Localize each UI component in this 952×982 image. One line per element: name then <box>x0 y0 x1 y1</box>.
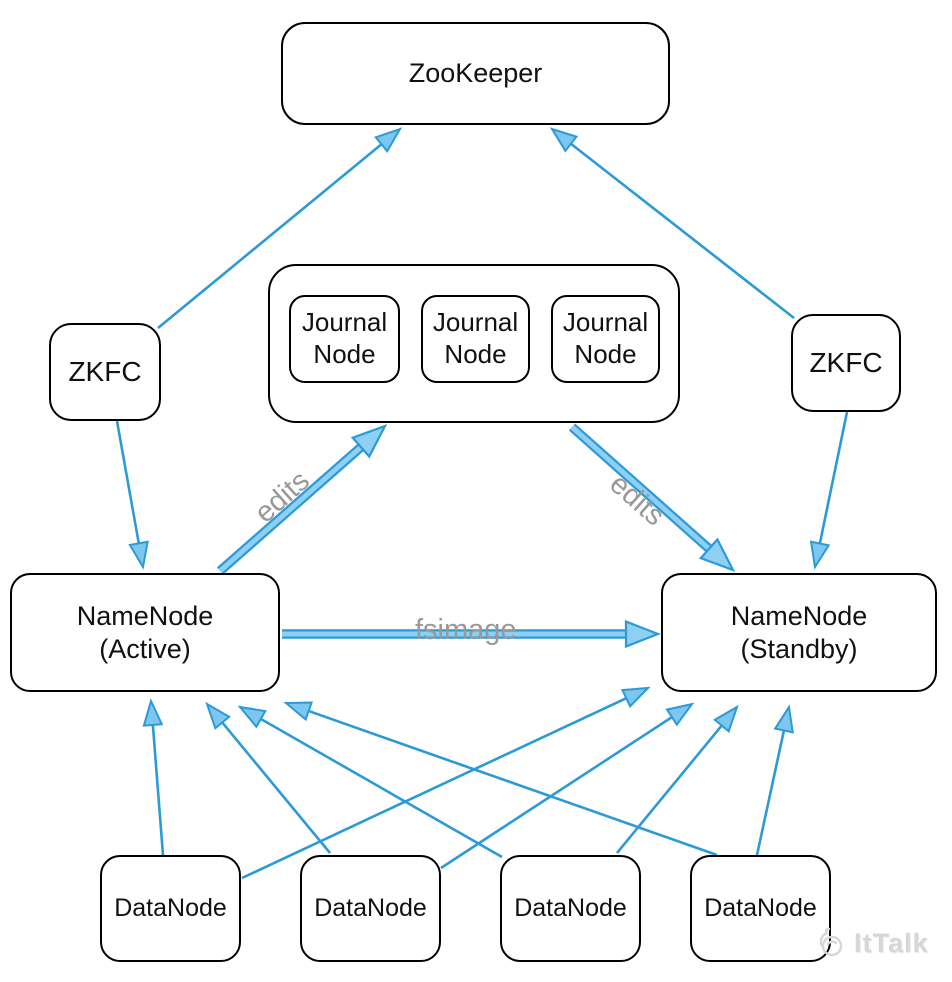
zookeeper-node: ZooKeeper <box>281 22 670 125</box>
namenode-active-label-line2: (Active) <box>99 633 191 664</box>
datanode-4-node: DataNode <box>690 855 831 962</box>
journal-node-1-label-line2: Node <box>313 339 376 369</box>
zkfc-right-label: ZKFC <box>809 346 883 378</box>
datanode-1-label: DataNode <box>114 894 227 923</box>
journal-node-3-label-line1: Journal <box>562 307 649 338</box>
journal-node-3-label-line2: Node <box>574 339 637 369</box>
watermark: ItTalk <box>813 925 929 961</box>
namenode-standby-label-line1: NameNode <box>730 600 868 631</box>
watermark-text: ItTalk <box>854 927 929 958</box>
namenode-standby-node: NameNode (Standby) <box>661 573 937 692</box>
journal-node-2-label-line2: Node <box>444 339 507 369</box>
zkfc-left-node: ZKFC <box>49 323 161 421</box>
zkfc-right-node: ZKFC <box>791 314 901 412</box>
zkfc-left-label: ZKFC <box>68 355 142 387</box>
journal-node-3: Journal Node <box>551 295 660 383</box>
ittalk-logo-icon <box>819 927 843 957</box>
namenode-active-label-line1: NameNode <box>76 600 214 631</box>
datanode-1-node: DataNode <box>100 855 241 962</box>
journal-node-2-label-line1: Journal <box>432 307 519 338</box>
journal-node-1-label-line1: Journal <box>301 307 388 338</box>
datanode-4-label: DataNode <box>704 894 817 923</box>
namenode-active-node: NameNode (Active) <box>10 573 280 692</box>
namenode-standby-label-line2: (Standby) <box>740 633 858 664</box>
journal-node-1: Journal Node <box>289 295 400 383</box>
datanode-2-node: DataNode <box>300 855 441 962</box>
journal-node-2: Journal Node <box>421 295 530 383</box>
datanode-3-node: DataNode <box>500 855 641 962</box>
datanode-3-label: DataNode <box>514 894 627 923</box>
zookeeper-label: ZooKeeper <box>408 58 543 89</box>
datanode-2-label: DataNode <box>314 894 427 923</box>
